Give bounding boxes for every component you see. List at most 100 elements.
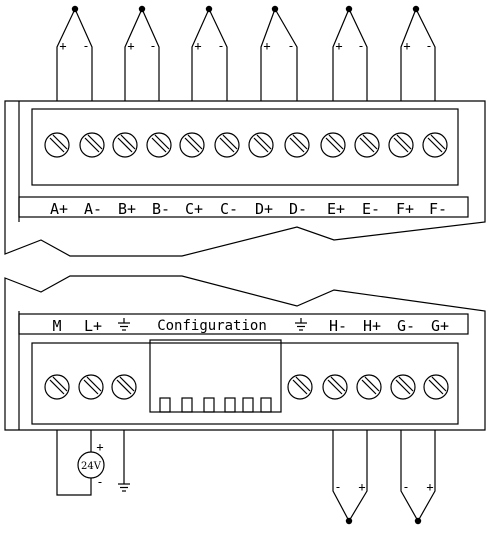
power-source-label: 24V (81, 461, 102, 472)
polarity-minus: - (334, 480, 341, 494)
bottom-strip-labels: M L+ Configuration H- H+ G- G+ (52, 317, 449, 335)
dip-switch-icon (181, 397, 193, 413)
screw-terminal-icon (354, 132, 380, 158)
screw-terminal-icon (112, 132, 138, 158)
top-terminal-label: A- (84, 200, 102, 218)
polarity-minus: - (217, 39, 224, 53)
thermocouple-sensor: +- (124, 5, 160, 101)
label-l-plus: L+ (84, 317, 102, 335)
power-minus-label: - (96, 475, 103, 489)
top-terminal-label: E+ (327, 200, 345, 218)
polarity-plus: + (403, 39, 410, 53)
top-thermocouple-sensors: +-+-+-+-+-+- (56, 5, 436, 101)
polarity-plus: + (59, 39, 66, 53)
bottom-terminal-block (31, 342, 459, 425)
polarity-plus: + (263, 39, 270, 53)
dip-switch-icon (242, 397, 254, 413)
screw-terminal-icon (356, 374, 382, 400)
thermocouple-junction-icon (345, 517, 353, 525)
thermocouple-sensor: +- (56, 5, 93, 101)
polarity-plus: + (335, 39, 342, 53)
polarity-minus: - (287, 39, 294, 53)
configuration-label: Configuration (157, 318, 267, 334)
top-screw-terminals (44, 132, 448, 158)
screw-terminal-icon (44, 374, 70, 400)
label-g-minus: G- (397, 317, 415, 335)
top-terminal-block (31, 108, 459, 186)
polarity-plus: + (127, 39, 134, 53)
strip-ground-icons (118, 318, 307, 331)
screw-terminal-icon (422, 132, 448, 158)
top-terminal-label: A+ (50, 200, 68, 218)
polarity-minus: - (149, 39, 156, 53)
screw-terminal-icon (388, 132, 414, 158)
bottom-label-strip (18, 313, 469, 335)
polarity-minus: - (425, 39, 432, 53)
label-g-plus: G+ (431, 317, 449, 335)
screw-terminal-icon (214, 132, 240, 158)
ground-icon (118, 318, 130, 331)
screw-terminal-icon (390, 374, 416, 400)
dip-switches (159, 397, 272, 413)
label-m: M (52, 317, 61, 335)
top-terminal-label: C+ (185, 200, 203, 218)
dip-switch-icon (224, 397, 236, 413)
ground-icon (295, 318, 307, 331)
thermocouple-junction-icon (414, 517, 422, 525)
screw-terminal-icon (423, 374, 449, 400)
thermocouple-junction-icon (345, 5, 353, 13)
top-terminal-label: B+ (118, 200, 136, 218)
top-terminal-label: D- (289, 200, 307, 218)
thermocouple-junction-icon (138, 5, 146, 13)
polarity-plus: + (358, 480, 365, 494)
dip-switch-icon (203, 397, 215, 413)
thermocouple-sensor: -+ (400, 430, 436, 525)
screw-terminal-icon (287, 374, 313, 400)
ground-icon (118, 483, 130, 492)
polarity-minus: - (82, 39, 89, 53)
top-terminal-label: F- (429, 200, 447, 218)
screw-terminal-icon (179, 132, 205, 158)
thermocouple-sensor: +- (260, 5, 298, 101)
bottom-thermocouple-sensors: -+-+ (332, 430, 436, 525)
power-plus-label: + (96, 440, 103, 454)
top-terminal-labels: A+ A- B+ B- C+ C- D+ D- E+ E- F+ F- (50, 200, 447, 218)
dip-switch-block (149, 339, 282, 413)
top-terminal-label: C- (220, 200, 238, 218)
top-terminal-label: F+ (396, 200, 414, 218)
thermocouple-junction-icon (271, 5, 279, 13)
dip-switch-icon (159, 397, 171, 413)
power-source-circle (77, 451, 105, 479)
thermocouple-sensor: +- (400, 5, 436, 101)
thermocouple-sensor: -+ (332, 430, 368, 525)
screw-terminal-icon (111, 374, 137, 400)
screw-terminal-icon (248, 132, 274, 158)
screw-terminal-icon (78, 374, 104, 400)
polarity-plus: + (194, 39, 201, 53)
bottom-module-outline (4, 275, 486, 431)
top-module-outline (4, 100, 486, 257)
thermocouple-sensor: +- (191, 5, 228, 101)
polarity-plus: + (426, 480, 433, 494)
top-label-strip (18, 196, 469, 218)
dip-switch-icon (260, 397, 272, 413)
power-supply-wiring (56, 430, 130, 496)
label-h-plus: H+ (363, 317, 381, 335)
screw-terminal-icon (322, 374, 348, 400)
screw-terminal-icon (79, 132, 105, 158)
thermocouple-sensor: +- (332, 5, 368, 101)
thermocouple-junction-icon (412, 5, 420, 13)
top-terminal-label: B- (152, 200, 170, 218)
thermocouple-junction-icon (71, 5, 79, 13)
screw-terminal-icon (44, 132, 70, 158)
bottom-screw-terminals (44, 374, 449, 400)
screw-terminal-icon (146, 132, 172, 158)
label-h-minus: H- (329, 317, 347, 335)
screw-terminal-icon (320, 132, 346, 158)
top-terminal-label: E- (362, 200, 380, 218)
thermocouple-junction-icon (205, 5, 213, 13)
polarity-minus: - (402, 480, 409, 494)
screw-terminal-icon (284, 132, 310, 158)
top-terminal-label: D+ (255, 200, 273, 218)
